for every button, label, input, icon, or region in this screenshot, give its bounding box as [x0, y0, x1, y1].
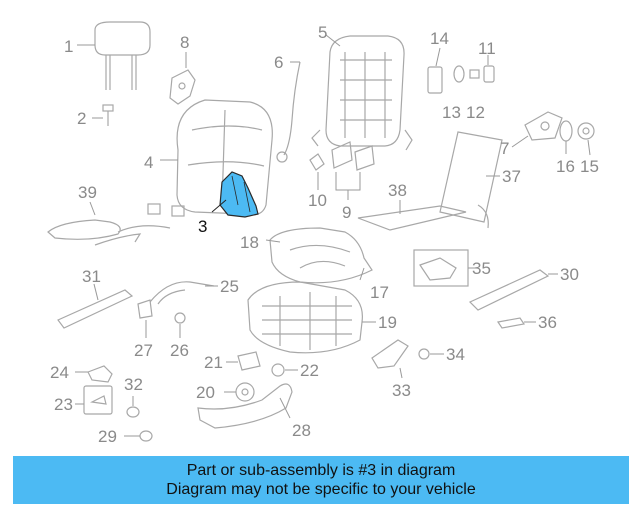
part-17-cushion	[269, 227, 373, 284]
part-23	[83, 385, 113, 415]
label-18: 18	[240, 233, 259, 252]
part-32	[126, 406, 140, 418]
part-16	[559, 120, 573, 142]
label-33: 33	[392, 381, 411, 400]
part-22	[271, 363, 285, 377]
part-39-harness	[47, 203, 185, 246]
part-21	[237, 351, 261, 371]
part-6-cable	[276, 61, 301, 163]
label-11: 11	[478, 39, 496, 58]
label-15: 15	[580, 157, 599, 176]
part-19-seat-frame	[247, 281, 363, 354]
label-2: 2	[77, 109, 86, 128]
part-20	[235, 382, 255, 402]
part-35	[413, 249, 469, 287]
label-19: 19	[378, 313, 397, 332]
part-3-highlighted	[219, 171, 259, 218]
label-12: 12	[466, 103, 485, 122]
label-34: 34	[446, 345, 465, 364]
part-11	[483, 65, 495, 83]
label-22: 22	[300, 361, 319, 380]
label-27: 27	[134, 341, 153, 360]
part-25-cable	[149, 281, 215, 305]
label-16: 16	[556, 157, 575, 176]
label-20: 20	[196, 383, 215, 402]
label-32: 32	[124, 375, 143, 394]
label-3: 3	[198, 217, 207, 236]
seat-parts-diagram: 1 2 3 4 5 6 7 8 9 10 11 12 13 14 15 16 1…	[47, 21, 599, 446]
banner-line-2: Diagram may not be specific to your vehi…	[166, 481, 476, 498]
part-28-side-shield	[197, 383, 293, 429]
part-12	[469, 69, 480, 79]
part-5-seatback-frame	[311, 35, 413, 151]
part-10	[309, 153, 325, 171]
label-24: 24	[50, 363, 69, 382]
label-13: 13	[442, 103, 461, 122]
label-39: 39	[78, 183, 97, 202]
part-31	[57, 289, 134, 329]
label-17: 17	[370, 283, 389, 302]
label-38: 38	[388, 181, 407, 200]
label-6: 6	[274, 53, 283, 72]
label-31: 31	[82, 267, 101, 286]
part-8-bracket	[169, 69, 196, 105]
part-30	[468, 269, 550, 311]
label-1: 1	[64, 37, 73, 56]
part-24	[87, 365, 113, 383]
part-13	[453, 65, 465, 83]
label-26: 26	[170, 341, 189, 360]
part-7	[524, 111, 563, 141]
part-9	[331, 141, 375, 171]
label-29: 29	[98, 427, 117, 446]
part-14	[427, 66, 443, 94]
label-7: 7	[500, 139, 509, 158]
part-1-headrest	[94, 21, 151, 90]
part-33	[371, 339, 409, 369]
label-9: 9	[342, 203, 351, 222]
part-36	[496, 317, 526, 329]
part-2-bolt	[102, 104, 114, 126]
label-4: 4	[144, 153, 153, 172]
label-30: 30	[560, 265, 579, 284]
part-34	[418, 348, 430, 360]
part-27	[137, 299, 153, 319]
part-26	[174, 312, 186, 324]
label-21: 21	[204, 353, 223, 372]
label-10: 10	[308, 191, 327, 210]
label-25: 25	[220, 277, 239, 296]
label-37: 37	[502, 167, 521, 186]
info-banner: Part or sub-assembly is #3 in diagram Di…	[13, 456, 629, 504]
part-29	[139, 430, 153, 442]
part-38-pad	[357, 205, 467, 231]
label-14: 14	[430, 29, 449, 48]
label-35: 35	[472, 259, 491, 278]
label-23: 23	[54, 395, 73, 414]
part-15	[577, 122, 595, 140]
banner-line-1: Part or sub-assembly is #3 in diagram	[186, 462, 456, 479]
label-28: 28	[292, 421, 311, 440]
part-37-back-panel	[439, 131, 503, 229]
label-36: 36	[538, 313, 557, 332]
label-8: 8	[180, 33, 189, 52]
label-5: 5	[318, 23, 327, 42]
